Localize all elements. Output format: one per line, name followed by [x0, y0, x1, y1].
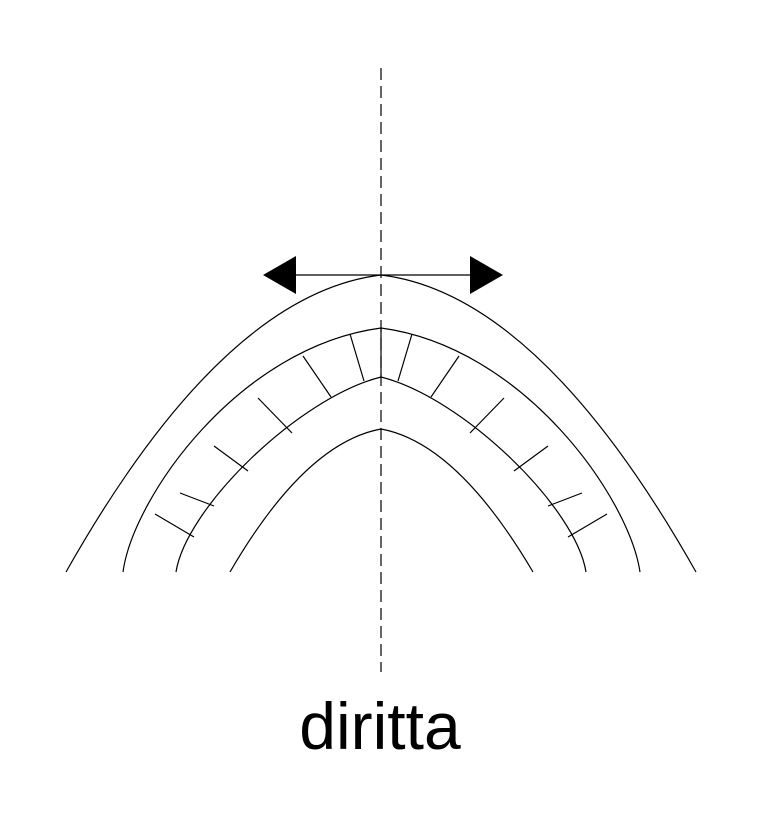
voussoir-joint	[302, 355, 332, 398]
voussoir-joint	[547, 492, 583, 507]
voussoir-joints	[154, 328, 608, 538]
voussoir-joint	[567, 513, 608, 538]
voussoir-joint	[349, 333, 365, 382]
voussoir-joint	[469, 397, 505, 434]
voussoir-joint	[397, 333, 413, 382]
voussoir-joint	[154, 513, 195, 538]
diagram-caption: diritta	[299, 689, 461, 763]
voussoir-joint	[257, 397, 293, 434]
arrowhead-right	[470, 256, 503, 294]
voussoir-joint	[430, 355, 460, 398]
voussoir-joint	[513, 445, 549, 472]
voussoir-joint	[179, 492, 215, 507]
arrowhead-left	[263, 256, 296, 294]
voussoir-joint	[213, 445, 249, 472]
inner-curve	[229, 428, 534, 573]
